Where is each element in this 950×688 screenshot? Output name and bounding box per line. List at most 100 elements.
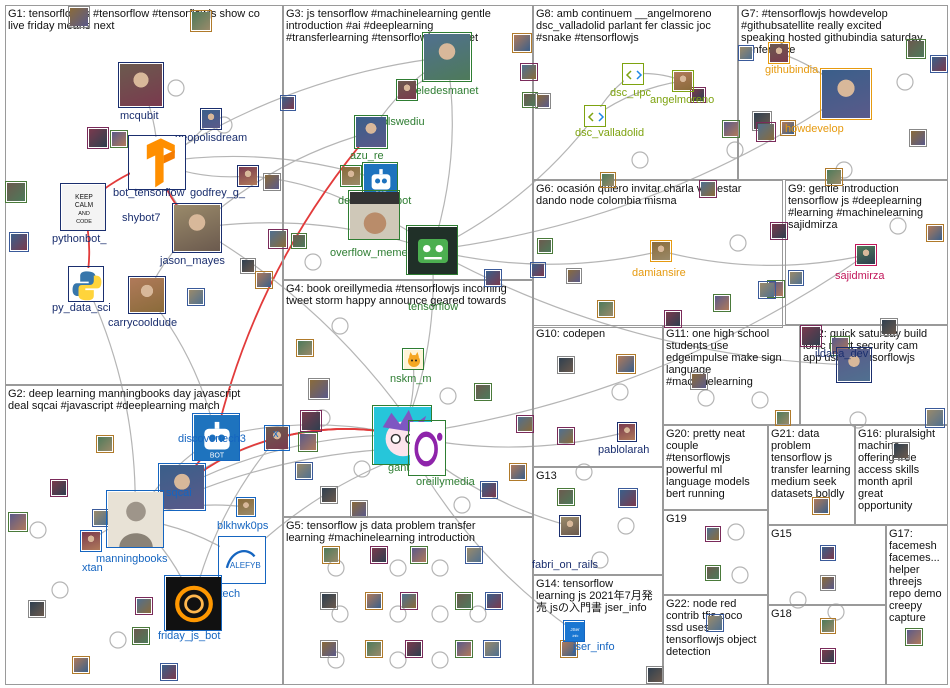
small-avatar-node[interactable] xyxy=(664,310,682,328)
node-pablolarah[interactable] xyxy=(617,422,637,442)
small-avatar-node[interactable] xyxy=(350,500,368,518)
small-avatar-node[interactable] xyxy=(557,427,575,445)
node-azu-re[interactable] xyxy=(354,115,388,149)
small-avatar-node[interactable] xyxy=(9,232,29,252)
small-avatar-node[interactable] xyxy=(930,55,948,73)
small-avatar-node[interactable] xyxy=(820,648,836,664)
node-overflow-meme[interactable] xyxy=(348,190,400,240)
small-avatar-node[interactable] xyxy=(72,656,90,674)
small-avatar-node[interactable] xyxy=(597,300,615,318)
small-avatar-node[interactable] xyxy=(516,415,534,433)
small-avatar-node[interactable] xyxy=(484,269,502,287)
small-avatar-node[interactable] xyxy=(240,258,256,274)
small-avatar-node[interactable] xyxy=(690,87,706,103)
small-avatar-node[interactable] xyxy=(566,268,582,284)
small-avatar-node[interactable] xyxy=(909,129,927,147)
small-avatar-node[interactable] xyxy=(400,592,418,610)
small-avatar-node[interactable] xyxy=(160,663,178,681)
node-orolswediu[interactable] xyxy=(396,79,418,101)
node-xtan[interactable] xyxy=(80,530,102,552)
small-avatar-node[interactable] xyxy=(770,222,788,240)
small-avatar-node[interactable] xyxy=(925,408,945,428)
small-avatar-node[interactable] xyxy=(485,592,503,610)
small-avatar-node[interactable] xyxy=(618,488,638,508)
small-avatar-node[interactable] xyxy=(187,288,205,306)
small-avatar-node[interactable] xyxy=(365,640,383,658)
small-avatar-node[interactable] xyxy=(295,462,313,480)
small-avatar-node[interactable] xyxy=(880,318,898,336)
small-avatar-node[interactable] xyxy=(263,173,281,191)
small-avatar-node[interactable] xyxy=(705,526,721,542)
small-avatar-node[interactable] xyxy=(713,294,731,312)
node-damiansire[interactable] xyxy=(650,240,672,262)
small-avatar-node[interactable] xyxy=(480,481,498,499)
node-jason-mayes[interactable] xyxy=(172,203,222,253)
small-avatar-node[interactable] xyxy=(50,479,68,497)
node-dsc-upc[interactable] xyxy=(622,63,644,85)
small-avatar-node[interactable] xyxy=(300,410,322,432)
small-avatar-node[interactable] xyxy=(600,172,616,188)
node-oreillymedia[interactable] xyxy=(408,420,446,476)
small-avatar-node[interactable] xyxy=(87,127,109,149)
node-howdevelop[interactable] xyxy=(820,68,872,120)
small-avatar-node[interactable] xyxy=(320,592,338,610)
small-avatar-node[interactable] xyxy=(405,640,423,658)
small-avatar-node[interactable] xyxy=(410,546,428,564)
small-avatar-node[interactable] xyxy=(775,410,791,426)
small-avatar-node[interactable] xyxy=(8,512,28,532)
node-kikeledesmanet[interactable] xyxy=(422,32,472,82)
small-avatar-node[interactable] xyxy=(110,130,128,148)
small-avatar-node[interactable] xyxy=(820,618,836,634)
node-geopolisdream[interactable] xyxy=(200,108,222,130)
small-avatar-node[interactable] xyxy=(820,575,836,591)
small-avatar-node[interactable] xyxy=(780,120,796,136)
node-x-node[interactable] xyxy=(264,425,290,451)
small-avatar-node[interactable] xyxy=(738,45,754,61)
small-avatar-node[interactable] xyxy=(557,356,575,374)
small-avatar-node[interactable] xyxy=(512,33,532,53)
node-ildana-dev[interactable] xyxy=(836,347,872,383)
node-carrycooldude[interactable] xyxy=(128,276,166,314)
small-avatar-node[interactable] xyxy=(132,627,150,645)
small-avatar-node[interactable] xyxy=(308,378,330,400)
node-tbot[interactable]: BOT xyxy=(362,162,398,198)
small-avatar-node[interactable] xyxy=(474,383,492,401)
node-jser-info[interactable]: JSer.info xyxy=(563,620,585,642)
small-avatar-node[interactable] xyxy=(616,354,636,374)
small-avatar-node[interactable] xyxy=(365,592,383,610)
small-avatar-node[interactable] xyxy=(96,435,114,453)
small-avatar-node[interactable] xyxy=(690,372,708,390)
node-sajidmirza[interactable] xyxy=(855,244,877,266)
small-avatar-node[interactable] xyxy=(28,600,46,618)
small-avatar-node[interactable] xyxy=(705,565,721,581)
node-fabri-on-rails[interactable] xyxy=(559,515,581,537)
small-avatar-node[interactable] xyxy=(756,122,776,142)
small-avatar-node[interactable] xyxy=(320,486,338,504)
small-avatar-node[interactable] xyxy=(788,270,804,286)
node-alefybtech[interactable]: ALEFYB xyxy=(218,536,266,584)
small-avatar-node[interactable] xyxy=(483,640,501,658)
small-avatar-node[interactable] xyxy=(926,224,944,242)
node-discovertech3[interactable]: BOT xyxy=(192,413,240,461)
small-avatar-node[interactable] xyxy=(706,614,724,632)
small-avatar-node[interactable] xyxy=(520,63,538,81)
small-avatar-node[interactable] xyxy=(906,39,926,59)
small-avatar-node[interactable] xyxy=(465,546,483,564)
node-tensorflow[interactable] xyxy=(406,225,458,275)
node-py-data-sci[interactable] xyxy=(68,266,104,302)
small-avatar-node[interactable] xyxy=(905,628,923,646)
small-avatar-node[interactable] xyxy=(190,10,212,32)
node-githubindia[interactable] xyxy=(768,42,790,64)
small-avatar-node[interactable] xyxy=(537,238,553,254)
small-avatar-node[interactable] xyxy=(699,180,717,198)
small-avatar-node[interactable] xyxy=(320,640,338,658)
node-bot-tensorflow[interactable] xyxy=(128,135,186,190)
node-nskm-m[interactable] xyxy=(402,348,424,370)
small-avatar-node[interactable] xyxy=(892,442,910,460)
small-avatar-node[interactable] xyxy=(758,281,776,299)
node-friday-js-bot[interactable] xyxy=(164,575,222,631)
small-avatar-node[interactable] xyxy=(812,497,830,515)
small-avatar-node[interactable] xyxy=(722,120,740,138)
small-avatar-node[interactable] xyxy=(68,6,90,28)
